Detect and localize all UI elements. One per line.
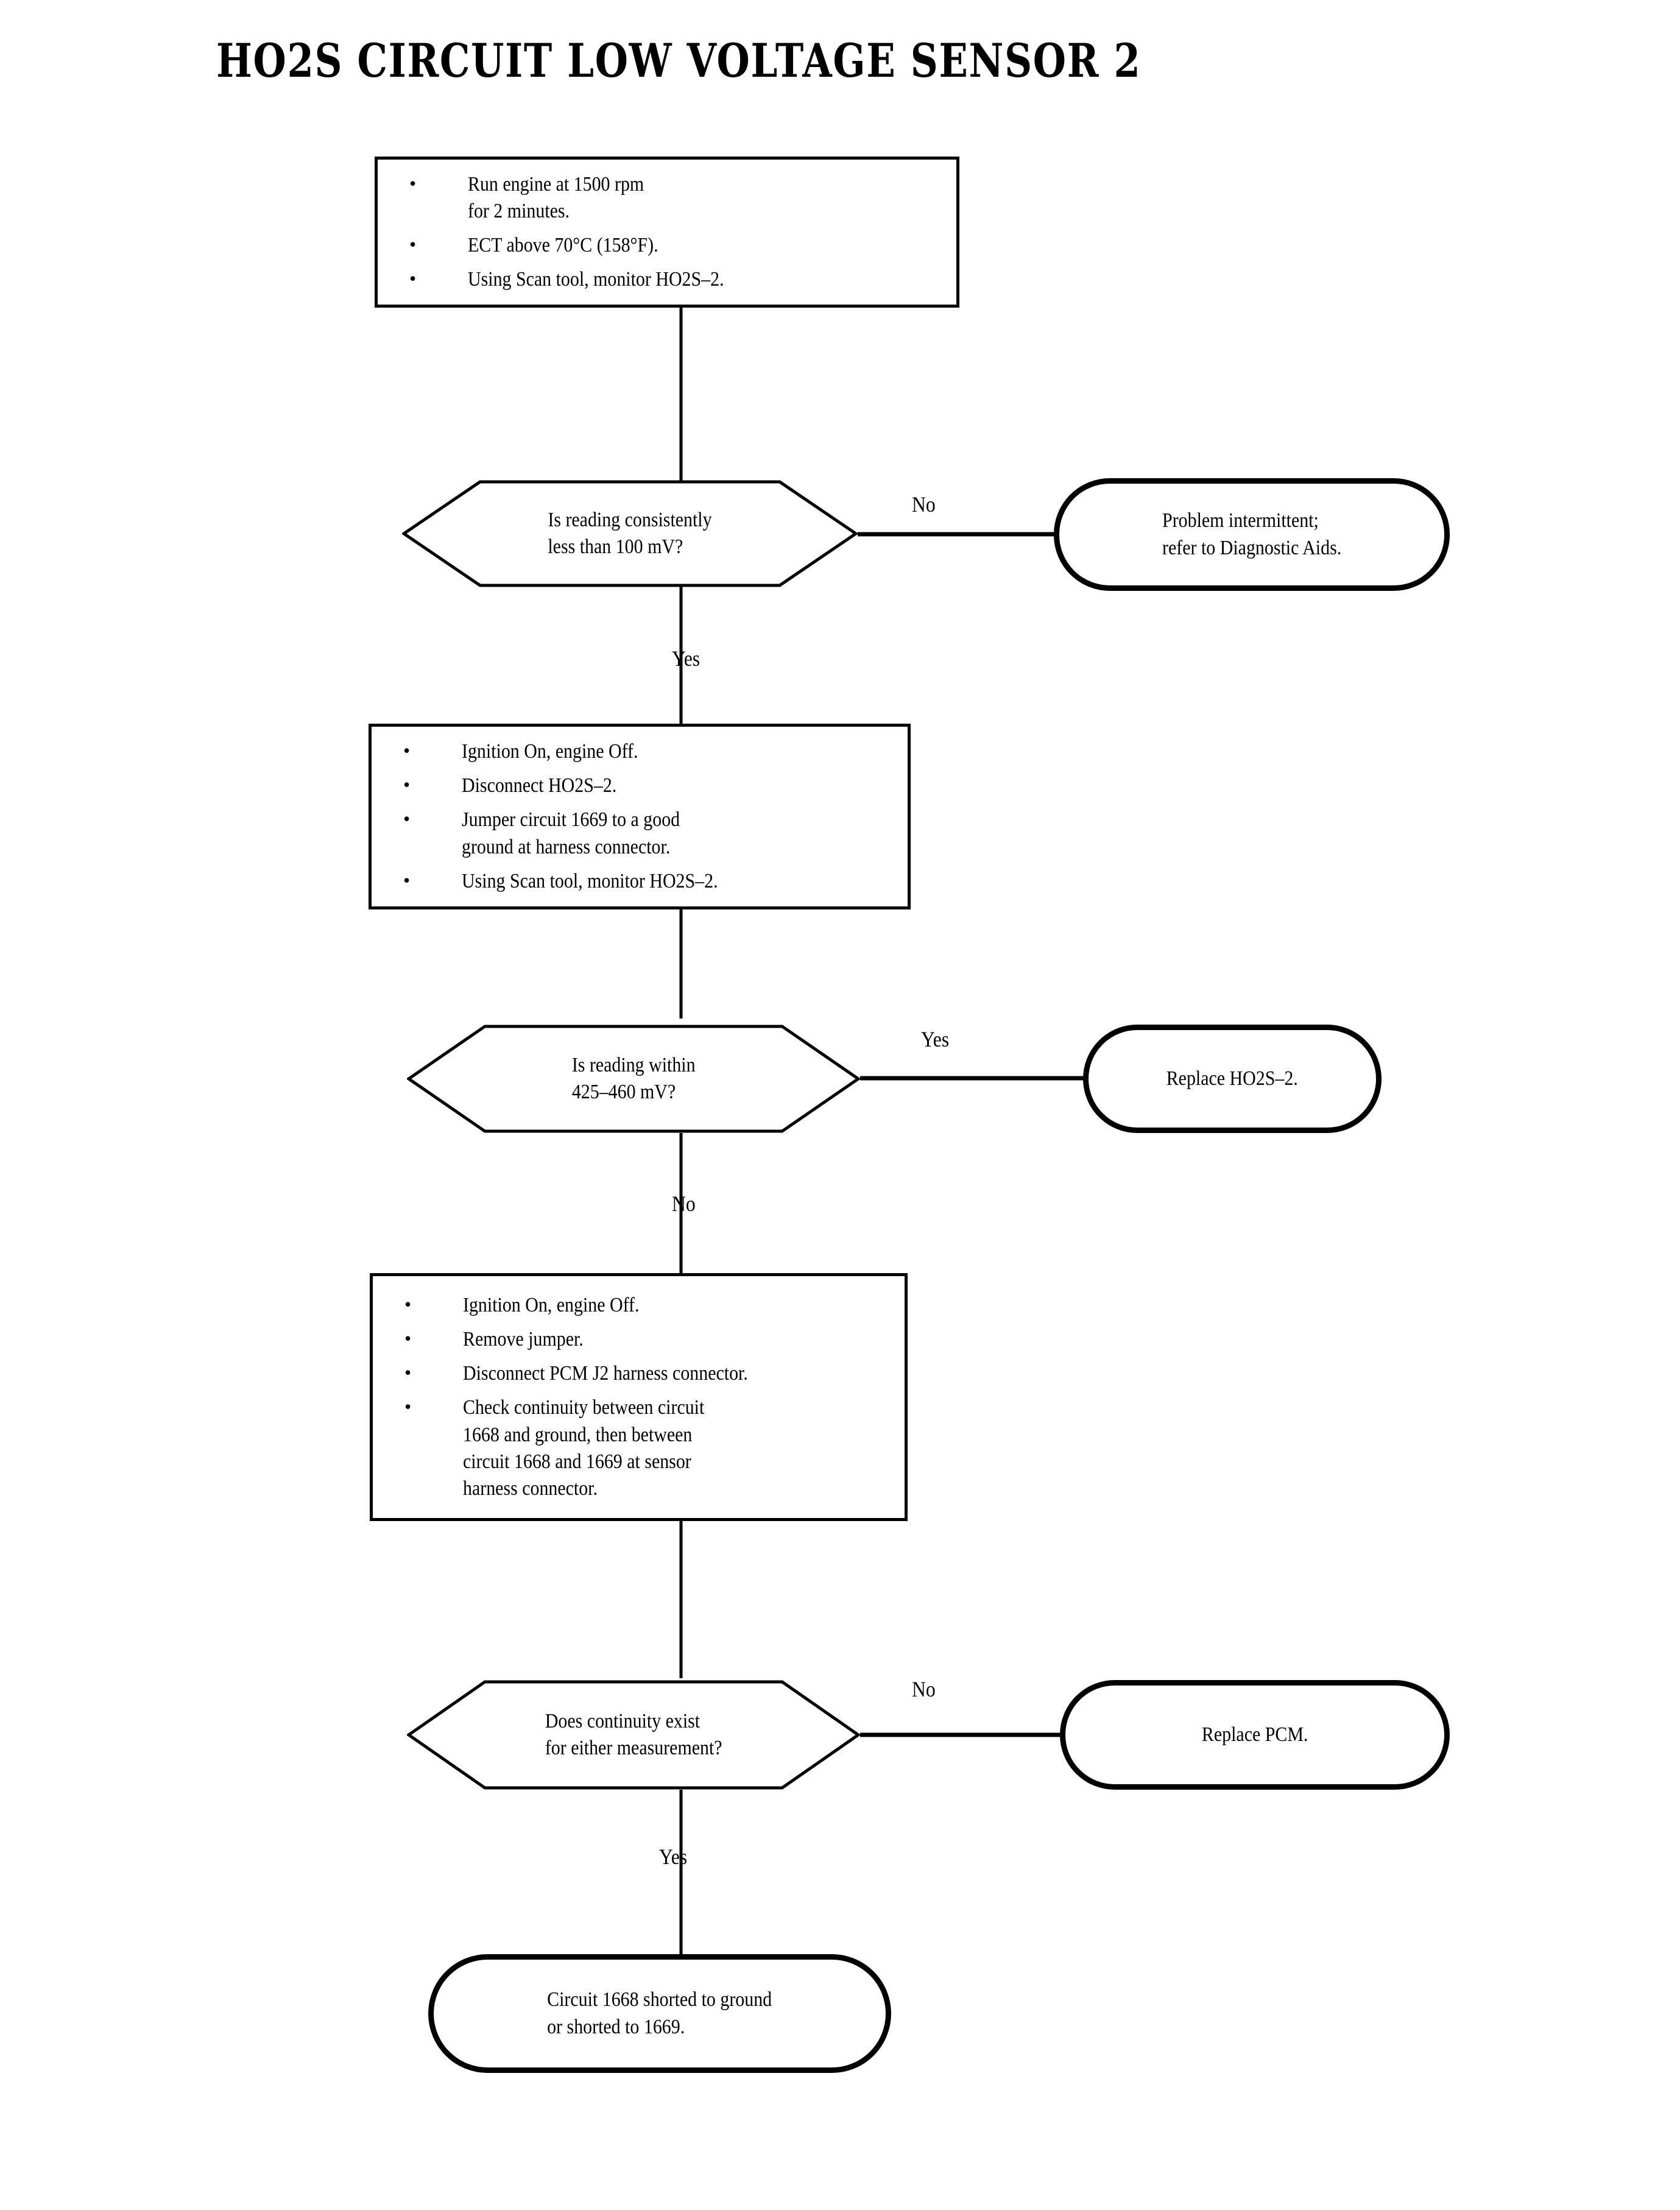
- decision-label-wrap: Is reading consistently less than 100 mV…: [402, 480, 858, 587]
- process-box-step-1: Run engine at 1500 rpm for 2 minutes. EC…: [375, 157, 959, 308]
- list-item: Disconnect PCM J2 harness connector.: [373, 1360, 886, 1387]
- terminal-problem-intermittent: Problem intermittent; refer to Diagnosti…: [1054, 478, 1450, 591]
- decision-does-continuity-exist: Does continuity exist for either measure…: [407, 1680, 860, 1790]
- step-1-bullet-list: Run engine at 1500 rpm for 2 minutes. EC…: [378, 171, 938, 294]
- terminal-label: Problem intermittent; refer to Diagnosti…: [1162, 509, 1342, 559]
- step-3-bullet-list: Ignition On, engine Off. Remove jumper. …: [373, 1292, 886, 1502]
- list-item: Using Scan tool, monitor HO2S–2.: [372, 868, 889, 895]
- list-item: ECT above 70°C (158°F).: [378, 232, 938, 259]
- hexagon-shape: [402, 480, 858, 587]
- branch-label-yes-3: Yes: [659, 1845, 688, 1869]
- list-item: Ignition On, engine Off.: [372, 738, 889, 765]
- list-item: Using Scan tool, monitor HO2S–2.: [378, 266, 938, 293]
- decision-is-reading-less-than-100mv: Is reading consistently less than 100 mV…: [402, 480, 858, 587]
- hexagon-shape: [407, 1025, 860, 1133]
- decision-label-wrap: Does continuity exist for either measure…: [407, 1680, 860, 1790]
- branch-label-no-3: No: [912, 1677, 936, 1701]
- step-2-bullet-list: Ignition On, engine Off. Disconnect HO2S…: [372, 738, 889, 895]
- decision-label: Is reading consistently less than 100 mV…: [548, 508, 712, 558]
- decision-label: Does continuity exist for either measure…: [545, 1709, 722, 1759]
- list-item: Disconnect HO2S–2.: [372, 772, 889, 799]
- list-item: Check continuity between circuit 1668 an…: [373, 1394, 886, 1502]
- list-item: Ignition On, engine Off.: [373, 1292, 886, 1319]
- branch-label-yes-1: Yes: [672, 646, 701, 671]
- process-box-step-2: Ignition On, engine Off. Disconnect HO2S…: [369, 724, 911, 909]
- page-title: HO2S CIRCUIT LOW VOLTAGE SENSOR 2: [216, 34, 1142, 88]
- decision-label-wrap: Is reading within 425–460 mV?: [407, 1025, 860, 1133]
- terminal-replace-pcm: Replace PCM.: [1060, 1680, 1450, 1790]
- terminal-replace-ho2s-2: Replace HO2S–2.: [1083, 1025, 1382, 1133]
- decision-label: Is reading within 425–460 mV?: [571, 1053, 696, 1103]
- branch-label-no-2: No: [672, 1191, 696, 1216]
- terminal-circuit-1668-shorted: Circuit 1668 shorted to ground or shorte…: [428, 1954, 891, 2073]
- branch-label-no-1: No: [912, 492, 936, 517]
- branch-label-yes-2: Yes: [921, 1027, 950, 1051]
- list-item: Remove jumper.: [373, 1326, 886, 1353]
- process-box-step-3: Ignition On, engine Off. Remove jumper. …: [370, 1273, 908, 1521]
- list-item: Jumper circuit 1669 to a good ground at …: [372, 807, 889, 860]
- terminal-label: Replace PCM.: [1201, 1723, 1308, 1746]
- decision-is-reading-within-425-460mv: Is reading within 425–460 mV?: [407, 1025, 860, 1133]
- terminal-label: Circuit 1668 shorted to ground or shorte…: [547, 1988, 772, 2038]
- hexagon-shape: [407, 1680, 860, 1790]
- list-item: Run engine at 1500 rpm for 2 minutes.: [378, 171, 938, 225]
- terminal-label: Replace HO2S–2.: [1166, 1067, 1299, 1090]
